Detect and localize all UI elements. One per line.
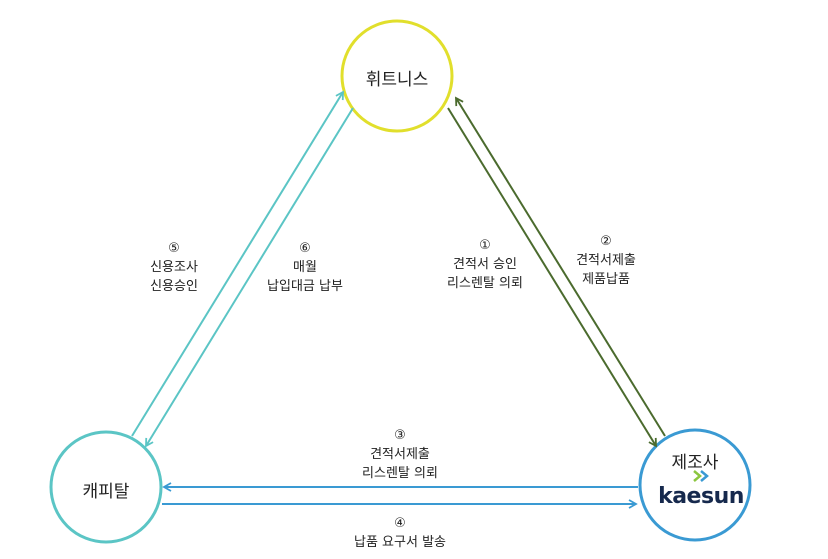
arrow-e5 <box>131 90 344 437</box>
edge-line-e6-1: 매월 <box>293 260 317 275</box>
edge-line-e3-1: 견적서제출 <box>370 447 430 462</box>
edge-num-e4: ④ <box>394 516 406 531</box>
edge-num-e5: ⑤ <box>168 241 180 256</box>
arrow-e1 <box>447 107 657 448</box>
edge-line-e5-2: 신용승인 <box>150 279 198 294</box>
edge-line-e5-1: 신용조사 <box>150 260 198 275</box>
edge-label-e2: ② 견적서제출 제품납품 <box>556 232 656 289</box>
arrow-e6 <box>145 107 354 448</box>
edge-num-e2: ② <box>600 234 612 249</box>
edge-line-e6-2: 납입대금 납부 <box>267 279 343 294</box>
edge-line-e4-1: 납품 요구서 발송 <box>354 535 446 550</box>
node-top-label: 휘트니스 <box>365 70 429 90</box>
node-left-label: 캐피탈 <box>82 482 130 502</box>
kaesun-logo: kaesun <box>651 470 751 509</box>
edge-num-e3: ③ <box>394 428 406 443</box>
node-top-circle <box>340 19 454 133</box>
arrow-e2 <box>455 96 666 437</box>
edge-label-e5: ⑤ 신용조사 신용승인 <box>124 239 224 296</box>
edge-num-e1: ① <box>479 238 491 253</box>
node-right-label: 제조사 <box>671 453 719 473</box>
edge-label-e3: ③ 견적서제출 리스렌탈 의뢰 <box>335 426 465 483</box>
kaesun-logo-icon <box>693 470 709 482</box>
edge-num-e6: ⑥ <box>299 241 311 256</box>
edge-line-e2-1: 견적서제출 <box>576 253 636 268</box>
edge-label-e4: ④ 납품 요구서 발송 <box>330 514 470 552</box>
node-left-circle <box>49 430 163 544</box>
kaesun-logo-text: kaesun <box>658 484 744 509</box>
node-right-circle <box>638 428 752 542</box>
edge-label-e1: ① 견적서 승인 리스렌탈 의뢰 <box>430 236 540 293</box>
edge-line-e1-1: 견적서 승인 <box>453 257 517 272</box>
edge-line-e3-2: 리스렌탈 의뢰 <box>362 466 438 481</box>
edge-line-e1-2: 리스렌탈 의뢰 <box>447 276 523 291</box>
edge-label-e6: ⑥ 매월 납입대금 납부 <box>255 239 355 296</box>
edge-line-e2-2: 제품납품 <box>582 272 630 287</box>
